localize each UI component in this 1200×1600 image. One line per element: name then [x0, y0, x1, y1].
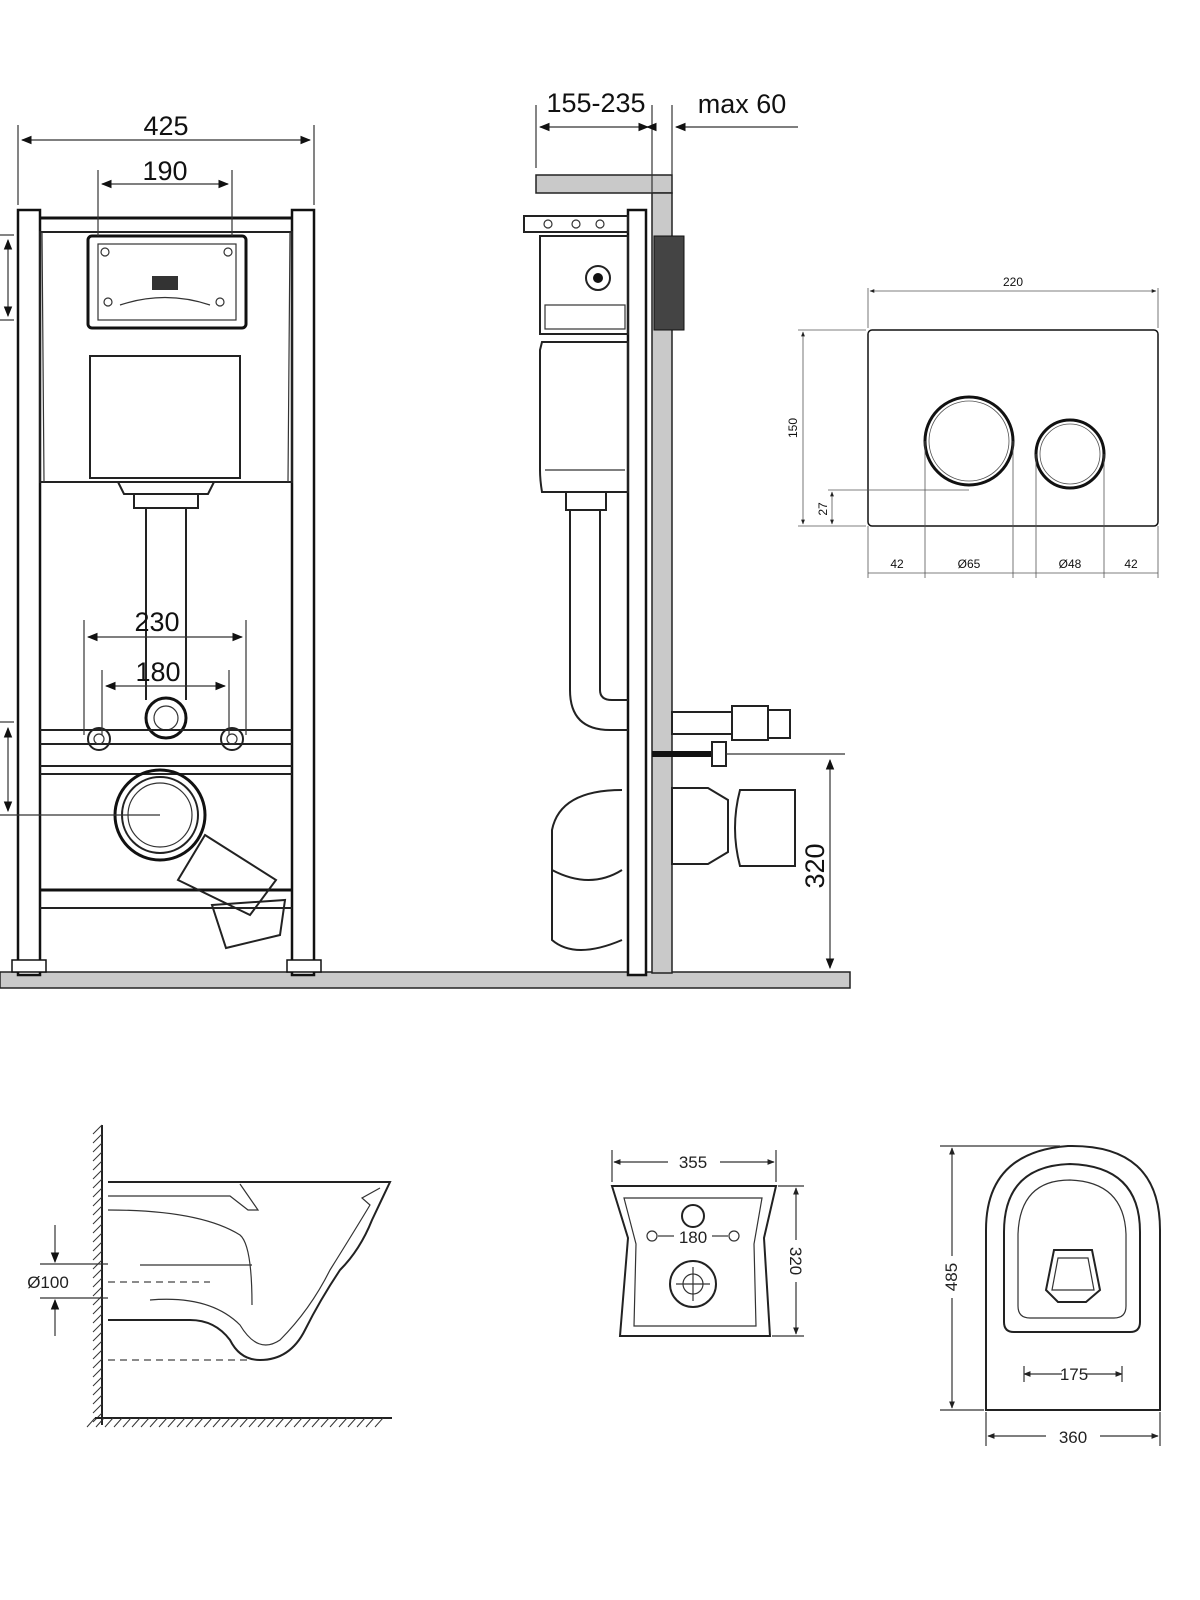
back-waste-outlet: [669, 1260, 717, 1308]
dim-outlet-height-label: 320: [800, 843, 830, 888]
left-mount-bolt: [87, 727, 111, 751]
dim-bolt-spacing-label: 180: [679, 1228, 707, 1247]
waste-elbow-side: [551, 789, 623, 951]
toilet-side-view: Ø100: [27, 1124, 392, 1428]
toilet-top-outline: [985, 1144, 1161, 1411]
dim-plate-height-label: 150: [786, 418, 800, 438]
toilet-bowl-profile: [108, 1181, 392, 1362]
flush-plate-side: [653, 235, 685, 331]
dim-230-label: 230: [134, 607, 179, 637]
cistern-front-panel: [89, 355, 241, 479]
back-flush-inlet: [681, 1204, 705, 1228]
dim-top-width-label: 360: [1059, 1428, 1087, 1447]
dim-plate-width-label: 220: [1003, 275, 1023, 289]
frame-left-upright: [16, 208, 42, 977]
dim-180-label: 180: [135, 657, 180, 687]
frame-side-view: 155-235 max 60 320: [523, 88, 845, 977]
dim-big-button-label: Ø65: [958, 557, 981, 571]
dim-190-label: 190: [142, 156, 187, 186]
cistern-side: [539, 341, 629, 493]
side-flush-pipe: [569, 510, 628, 731]
right-mount-bolt: [220, 727, 244, 751]
dim-425-label: 425: [143, 111, 188, 141]
toilet-bowl-rim: [1003, 1162, 1141, 1333]
dim-back-width-label: 355: [679, 1153, 707, 1172]
floor-line: [0, 971, 851, 989]
dim-seat-fix-label: 175: [1060, 1365, 1088, 1384]
flush-plate-front-view: 220 150 27 42 Ø65 Ø48 42: [786, 275, 1159, 578]
drain-elbow: [176, 833, 278, 917]
dim-small-button-label: Ø48: [1059, 557, 1082, 571]
cistern: [39, 231, 293, 483]
flush-pipe: [145, 508, 187, 700]
dim-margin-right-label: 42: [1124, 557, 1138, 571]
wall-top: [535, 174, 673, 194]
toilet-back-outline: [610, 1185, 778, 1337]
dim-top-length-label: 485: [942, 1263, 961, 1291]
frame-front-view: 425 190 230 180: [0, 111, 851, 989]
flush-outlet: [144, 696, 188, 740]
dim-depth-label: 155-235: [546, 88, 645, 118]
frame-right-upright: [290, 208, 316, 977]
toilet-top-view: 175 485 360: [940, 1144, 1161, 1447]
wall-section: [651, 192, 673, 974]
dim-margin-left-label: 42: [890, 557, 904, 571]
waste-connector: [734, 789, 796, 867]
dim-button-offset-label: 27: [816, 502, 830, 516]
frame-side-upright: [626, 208, 648, 977]
dim-back-height-label: 320: [786, 1247, 805, 1275]
dim-outlet-diameter-label: Ø100: [27, 1273, 69, 1292]
toilet-drain: [1044, 1249, 1102, 1303]
service-opening: [86, 234, 248, 330]
dim-wall-max-label: max 60: [698, 89, 787, 119]
toilet-back-view: 180 355 320: [610, 1150, 806, 1337]
